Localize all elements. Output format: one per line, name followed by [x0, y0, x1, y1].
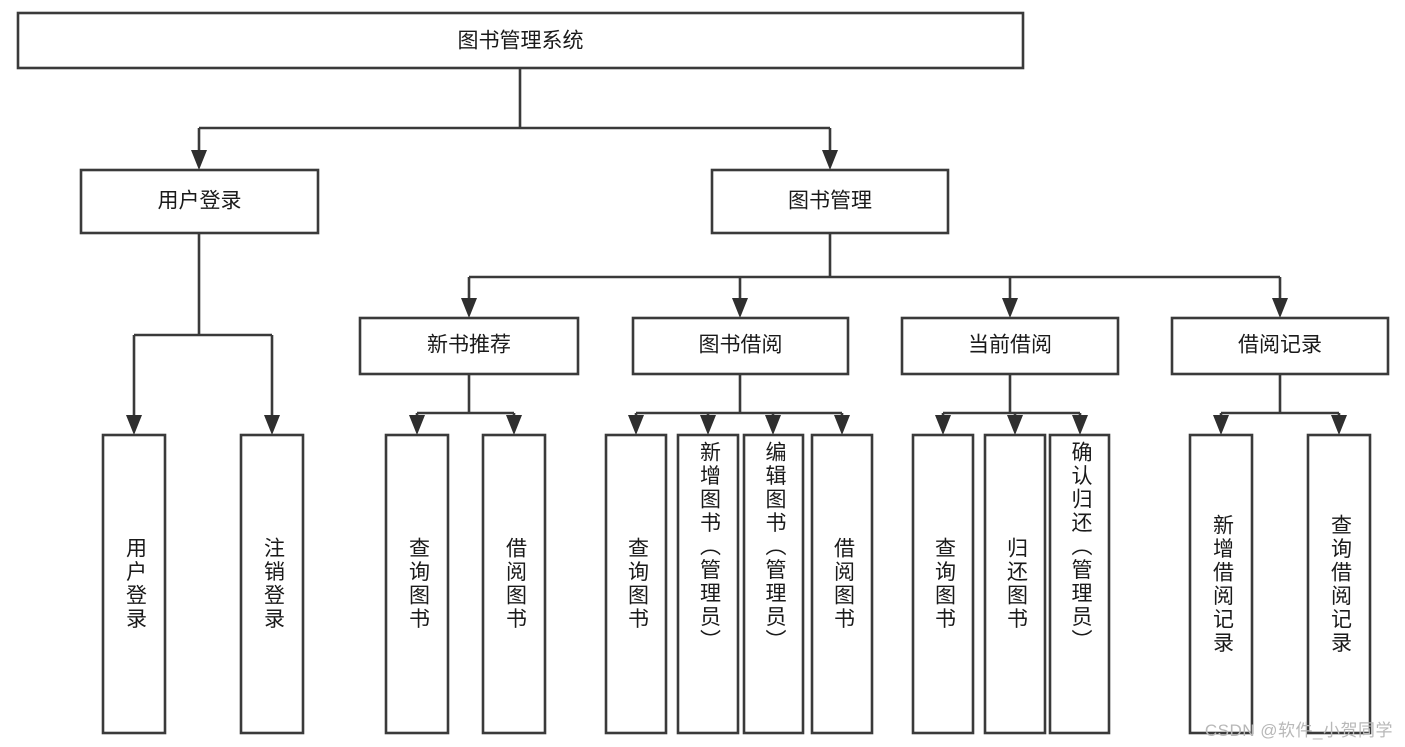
leaf-box-borrow-book-1[interactable]: [481, 433, 547, 735]
leaf-box-add-book[interactable]: [676, 433, 740, 735]
node-borrow-record-box[interactable]: [1170, 316, 1390, 376]
leaf-box-layer: [101, 433, 1372, 735]
node-book-borrow-label: 图书借阅: [699, 334, 783, 357]
arrow-head-leaf-query-book-1: [409, 415, 425, 435]
node-current-borrow[interactable]: 当前借阅: [900, 316, 1120, 376]
node-book-management[interactable]: 图书管理: [710, 168, 950, 235]
connector-layer: [126, 68, 1347, 435]
arrow-head-leaf-borrow-book-1: [506, 415, 522, 435]
node-root[interactable]: 图书管理系统: [16, 11, 1025, 70]
node-new-book-recommend[interactable]: 新书推荐: [358, 316, 580, 376]
arrow-head-user-login: [191, 150, 207, 170]
node-root-box[interactable]: [16, 11, 1025, 70]
node-current-borrow-label: 当前借阅: [968, 334, 1052, 357]
arrow-head-leaf-query-book-3: [935, 415, 951, 435]
node-user-login[interactable]: 用户登录: [79, 168, 320, 235]
node-current-borrow-box[interactable]: [900, 316, 1120, 376]
node-borrow-record[interactable]: 借阅记录: [1170, 316, 1390, 376]
arrow-head-leaf-confirm-return: [1072, 415, 1088, 435]
arrow-head-book-mgmt: [822, 150, 838, 170]
node-borrow-record-label: 借阅记录: [1238, 334, 1322, 357]
leaf-box-add-record[interactable]: [1188, 433, 1254, 735]
csdn-watermark: CSDN @软件_小贺同学: [1204, 721, 1393, 740]
node-user-login-box[interactable]: [79, 168, 320, 235]
arrow-head-leaf-user-login: [126, 415, 142, 435]
arrow-head-leaf-add-book: [700, 415, 716, 435]
leaf-box-query-book-2[interactable]: [604, 433, 668, 735]
arrow-head-leaf-edit-book: [765, 415, 781, 435]
arrow-head-leaf-borrow-book-2: [834, 415, 850, 435]
node-book-management-label: 图书管理: [788, 190, 872, 213]
leaf-box-return-book[interactable]: [983, 433, 1047, 735]
arrow-head-leaf-return-book: [1007, 415, 1023, 435]
node-new-book-recommend-label: 新书推荐: [427, 334, 511, 357]
leaf-box-logout[interactable]: [239, 433, 305, 735]
node-book-management-box[interactable]: [710, 168, 950, 235]
leaf-box-user-login[interactable]: [101, 433, 167, 735]
arrow-head-current-borrow: [1002, 298, 1018, 318]
arrow-head-leaf-query-record: [1331, 415, 1347, 435]
leaf-box-edit-book[interactable]: [742, 433, 805, 735]
node-root-label: 图书管理系统: [458, 30, 584, 53]
node-new-book-recommend-box[interactable]: [358, 316, 580, 376]
leaf-box-query-book-1[interactable]: [384, 433, 450, 735]
arrow-head-borrow-book: [732, 298, 748, 318]
leaf-box-query-record[interactable]: [1306, 433, 1372, 735]
node-book-borrow[interactable]: 图书借阅: [631, 316, 850, 376]
node-user-login-label: 用户登录: [158, 190, 242, 213]
arrow-head-new-book: [461, 298, 477, 318]
leaf-box-borrow-book-2[interactable]: [810, 433, 874, 735]
arrow-head-leaf-logout: [264, 415, 280, 435]
leaf-box-confirm-return[interactable]: [1048, 433, 1111, 735]
arrow-head-leaf-query-book-2: [628, 415, 644, 435]
leaf-box-query-book-3[interactable]: [911, 433, 975, 735]
arrow-head-borrow-record: [1272, 298, 1288, 318]
node-book-borrow-box[interactable]: [631, 316, 850, 376]
arrow-head-leaf-add-record: [1213, 415, 1229, 435]
